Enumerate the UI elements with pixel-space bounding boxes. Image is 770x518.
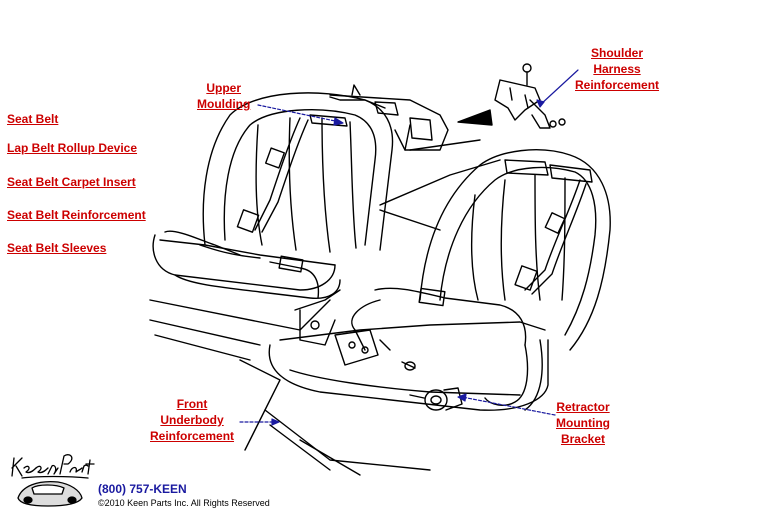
callout-retractor-mounting-bracket[interactable]: Retractor Mounting Bracket (556, 399, 610, 447)
floor-lines (149, 139, 501, 476)
callout-front-underbody-reinforcement[interactable]: Front Underbody Reinforcement (150, 396, 234, 444)
callout-retractor-line-2: Mounting (556, 416, 610, 430)
callout-upper-moulding[interactable]: Upper Moulding (197, 80, 250, 112)
pointer-arrows (239, 69, 579, 426)
callout-upper-moulding-line-2: Moulding (197, 97, 251, 111)
footer-phone[interactable]: (800) 757-KEEN (98, 482, 187, 496)
callout-retractor-line-1: Retractor (556, 400, 610, 414)
sidebar-link-lap-belt-rollup-device[interactable]: Lap Belt Rollup Device (7, 141, 138, 155)
sidebar-link-seat-belt-reinforcement[interactable]: Seat Belt Reinforcement (7, 208, 146, 222)
sidebar-link-seat-belt[interactable]: Seat Belt (7, 112, 59, 126)
footer-copyright: ©2010 Keen Parts Inc. All Rights Reserve… (98, 498, 270, 508)
callout-front-underbody-line-3: Reinforcement (150, 429, 235, 443)
sidebar-link-seat-belt-carpet-insert[interactable]: Seat Belt Carpet Insert (7, 175, 136, 189)
shoulder-harness-bracket (457, 63, 566, 129)
callout-front-underbody-line-1: Front (176, 397, 208, 411)
keen-parts-logo (11, 454, 95, 507)
callout-upper-moulding-line-1: Upper (206, 81, 241, 95)
callout-retractor-line-3: Bracket (560, 432, 605, 446)
sidebar-link-seat-belt-sleeves[interactable]: Seat Belt Sleeves (7, 241, 107, 255)
callout-shoulder-harness-line-3: Reinforcement (575, 78, 660, 92)
callout-shoulder-harness-line-1: Shoulder (591, 46, 644, 60)
callout-front-underbody-line-2: Underbody (160, 413, 224, 427)
right-seat (268, 149, 611, 411)
callout-shoulder-harness-reinforcement[interactable]: Shoulder Harness Reinforcement (575, 45, 659, 93)
rear-structure (329, 84, 449, 151)
callout-shoulder-harness-line-2: Harness (593, 62, 641, 76)
